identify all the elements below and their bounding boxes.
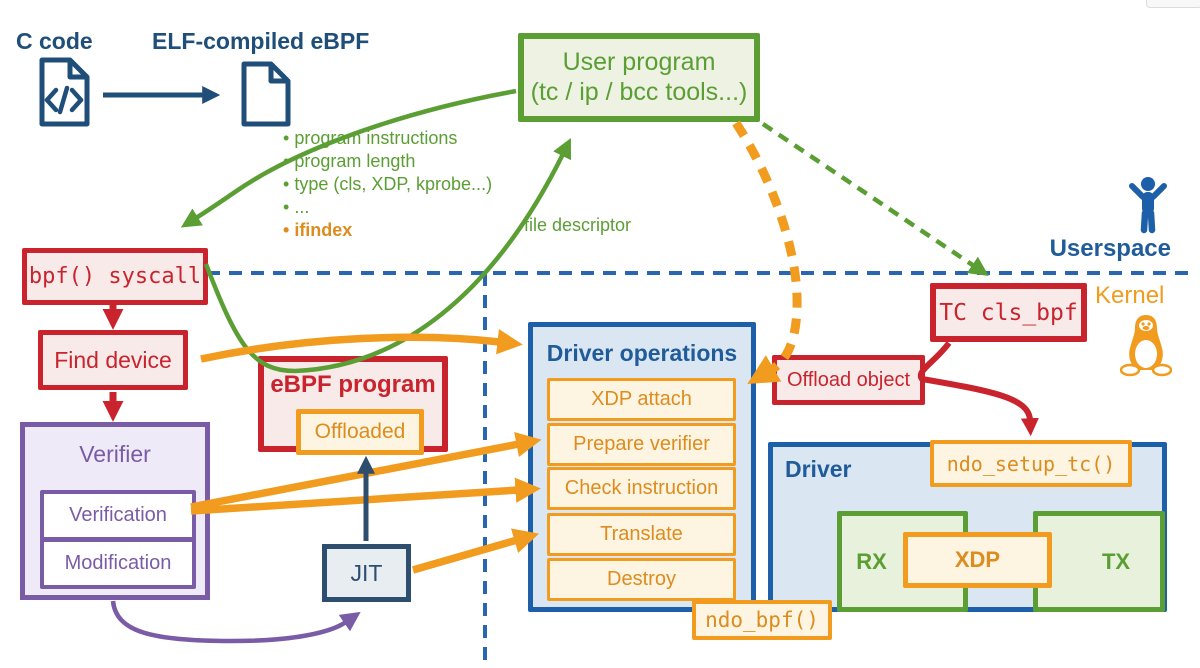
arrow-tcclsbpf-to-ndosetuptc [917, 341, 1039, 437]
browser-ui-fragment [1146, 0, 1200, 8]
driver-operations-title: Driver operations [546, 340, 738, 366]
arrow-verifier-to-jit [110, 600, 361, 644]
user-program-line1: User program [562, 48, 716, 76]
user-program-line2: (tc / ip / bcc tools...) [530, 77, 748, 106]
driver-title: Driver [785, 456, 852, 482]
verification-box: Verification [40, 490, 196, 541]
arrow-jit-to-translate [411, 528, 540, 574]
list-item: program length [283, 150, 492, 173]
op-destroy: Destroy [547, 558, 736, 601]
op-xdp-attach: XDP attach [547, 378, 736, 421]
syscall-args-list: program instructions program length type… [283, 127, 492, 242]
arrow-userprogram-to-tcclsbpf-dashed [761, 122, 989, 276]
ndo-setup-tc-label: ndo_setup_tc() [930, 440, 1132, 487]
bpf-syscall-box: bpf() syscall [22, 248, 208, 305]
ndo-bpf-label: ndo_bpf() [692, 600, 832, 640]
kernel-label: Kernel [1095, 282, 1165, 309]
op-check-instruction: Check instruction [547, 467, 736, 510]
ebpf-program-title: eBPF program [270, 371, 436, 398]
list-item: program instructions [283, 127, 492, 150]
user-program-box: User program (tc / ip / bcc tools...) [518, 33, 760, 122]
file-descriptor-label: file descriptor [524, 215, 632, 235]
find-device-box: Find device [38, 330, 188, 390]
jit-box: JIT [322, 544, 411, 602]
c-code-file-icon [39, 57, 90, 127]
list-item-ifindex: ifindex [283, 219, 492, 242]
op-translate: Translate [547, 513, 736, 556]
offload-object-box: Offload object [772, 355, 925, 405]
arrow-verification-to-checkinstruction [190, 477, 541, 515]
userspace-person-icon [1129, 177, 1167, 234]
elf-label: ELF-compiled eBPF [152, 28, 370, 54]
elf-file-icon [241, 61, 291, 127]
driver-operations-box: Driver operations XDP attach Prepare ver… [528, 322, 756, 612]
xdp-box: XDP [903, 532, 1052, 588]
verifier-box: Verifier Verification Modification [20, 422, 210, 600]
ebpf-program-box: eBPF program Offloaded [258, 356, 448, 455]
tux-icon [1120, 315, 1172, 377]
tx-box: TX [1033, 511, 1165, 612]
list-item: type (cls, XDP, kprobe...) [283, 173, 492, 196]
offloaded-badge: Offloaded [296, 409, 424, 455]
op-prepare-verifier: Prepare verifier [547, 423, 736, 466]
userspace-label: Userspace [1049, 235, 1171, 262]
c-code-label: C code [16, 28, 93, 54]
tc-cls-bpf-box: TC cls_bpf [930, 283, 1087, 342]
list-item: ... [283, 196, 492, 219]
modification-box: Modification [40, 538, 196, 589]
verifier-title: Verifier [79, 441, 151, 467]
